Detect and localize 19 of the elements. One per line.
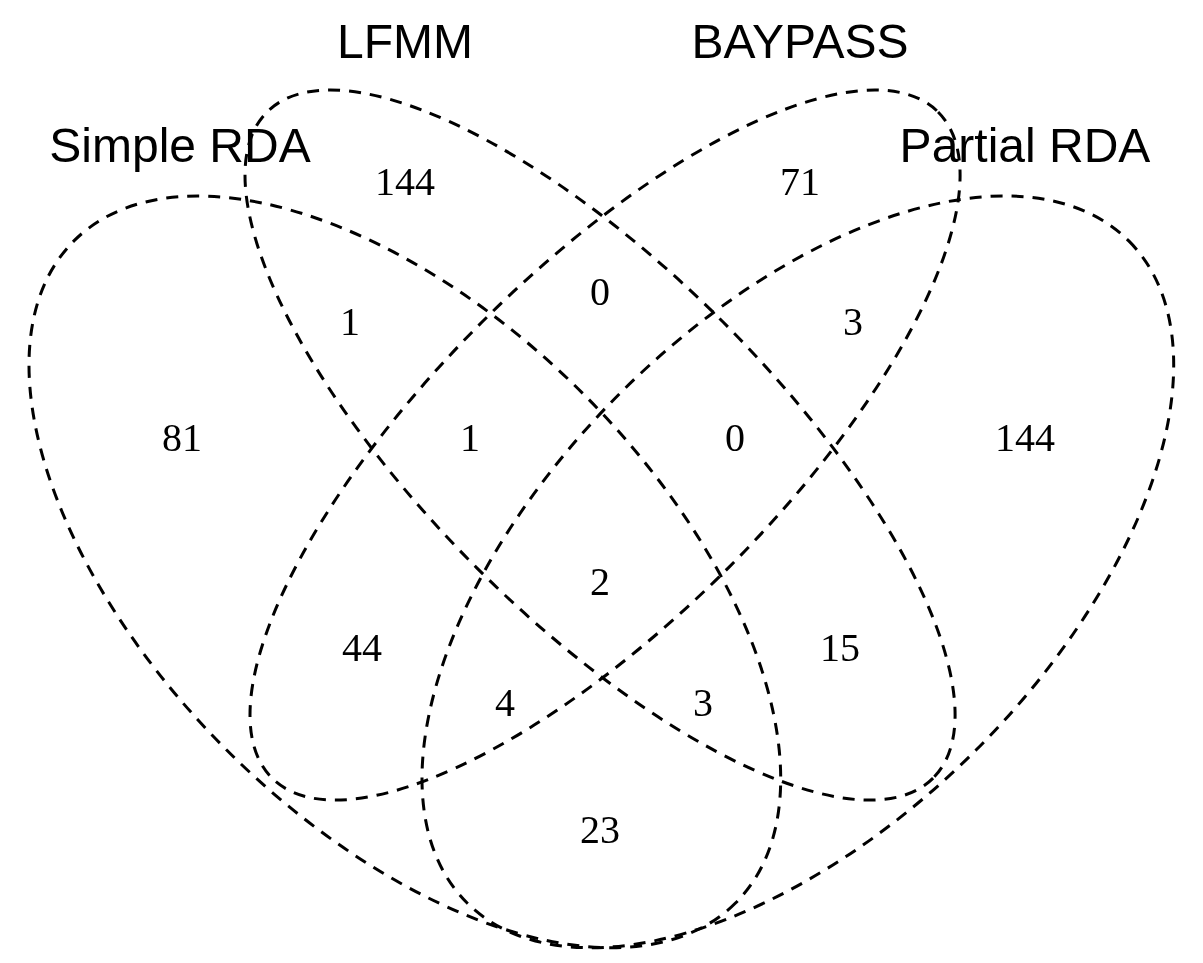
- region-count: 2: [590, 562, 610, 602]
- region-count: 1: [340, 302, 360, 342]
- region-count: 3: [843, 302, 863, 342]
- region-count: 81: [162, 418, 202, 458]
- region-count: 3: [693, 683, 713, 723]
- set-title: BAYPASS: [691, 18, 909, 66]
- set-title: LFMM: [337, 18, 473, 66]
- region-count: 144: [375, 162, 435, 202]
- set-title: Partial RDA: [899, 122, 1151, 170]
- region-count: 15: [820, 628, 860, 668]
- region-count: 71: [780, 162, 820, 202]
- set-title: Simple RDA: [49, 122, 311, 170]
- region-count: 44: [342, 628, 382, 668]
- region-count: 4: [495, 683, 515, 723]
- region-count: 144: [995, 418, 1055, 458]
- region-count: 1: [460, 418, 480, 458]
- region-count: 0: [725, 418, 745, 458]
- region-count: 0: [590, 272, 610, 312]
- region-count: 23: [580, 810, 620, 850]
